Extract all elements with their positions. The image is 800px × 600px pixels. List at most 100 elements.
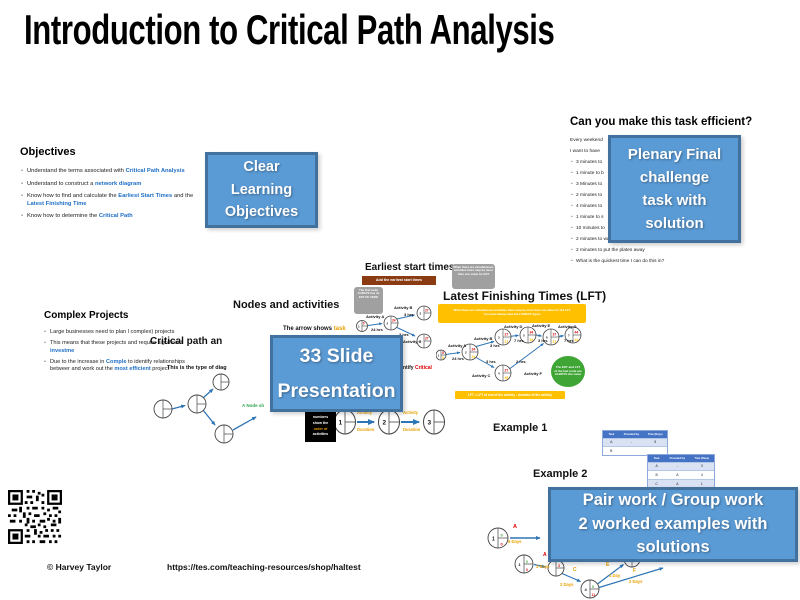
lft-activity-f: Activity F xyxy=(524,371,543,376)
svg-text:6: 6 xyxy=(546,336,548,340)
example1-title: Example 1 xyxy=(493,422,548,434)
svg-text:0: 0 xyxy=(363,322,365,326)
svg-text:24: 24 xyxy=(472,355,476,359)
complex-projects-slide: Complex Projects Large businesses need t… xyxy=(44,310,206,377)
sol2-duration-f: 2 Days xyxy=(629,579,643,584)
svg-text:0: 0 xyxy=(442,356,444,360)
svg-text:4: 4 xyxy=(420,340,422,344)
lft-activity-a: Activity A xyxy=(448,343,467,348)
lft-title: Latest Finishing Times (LFT) xyxy=(443,289,607,303)
task-efficient-slide: Can you make this task efficient? Every … xyxy=(570,116,796,267)
svg-text:44: 44 xyxy=(575,338,579,342)
objective-bullet: Understand the terms associated with Cri… xyxy=(20,168,206,176)
svg-text:1: 1 xyxy=(339,420,343,427)
lft-duration-a: 24 hrs xyxy=(452,356,464,361)
pairwork-callout: Pair work / Group work 2 worked examples… xyxy=(548,487,798,562)
svg-text:4: 4 xyxy=(498,372,500,376)
activity-label: Activity xyxy=(357,410,373,415)
plenary-callout: Plenary Final challenge task with soluti… xyxy=(608,135,741,243)
nodes-activities-title: Nodes and activities xyxy=(233,299,340,311)
critical-fragment: ntify Critical xyxy=(403,365,432,371)
sol2-activity-e: E xyxy=(606,562,610,568)
critical-path-subtitle: This is the type of diag xyxy=(167,365,227,371)
lft-duration-c: 3 hrs xyxy=(486,359,496,364)
svg-text:4: 4 xyxy=(585,587,588,592)
objective-bullet: Understand to construct a network diagra… xyxy=(20,181,206,189)
lft-activity-e: Activity E xyxy=(532,323,551,328)
earliest-banner: Add the earliest start times xyxy=(362,276,436,285)
duration-b-label: 3 hrs xyxy=(404,312,414,317)
duration-label: Duration xyxy=(357,427,375,432)
sol2-activity-a: A xyxy=(543,552,547,558)
lft-activity-d: Activity D xyxy=(504,324,523,329)
activity-c-label: Activity C xyxy=(403,339,422,344)
example2-title: Example 2 xyxy=(533,468,588,480)
svg-text:3: 3 xyxy=(558,564,560,568)
example2-solution-diagram: 1 0 0 3 4 5 11 xyxy=(514,550,664,599)
activity-a-label: Activity A xyxy=(366,314,385,319)
qr-code xyxy=(8,490,62,544)
simultaneous-note: When there are simultaneous activities t… xyxy=(452,264,495,289)
critical-path-diagram xyxy=(153,373,257,444)
svg-text:37: 37 xyxy=(553,333,557,337)
activity-b-label: Activity B xyxy=(394,305,413,310)
lft-formula-bar: LFT = LFT at end of the activity - durat… xyxy=(455,391,565,399)
svg-text:5: 5 xyxy=(523,334,525,338)
svg-text:2: 2 xyxy=(387,322,389,326)
lft-activity-b: Activity B xyxy=(474,336,493,341)
svg-text:0: 0 xyxy=(501,542,504,547)
duration-c-label: 3 hrs xyxy=(399,332,409,337)
svg-text:27: 27 xyxy=(425,337,429,341)
svg-text:1: 1 xyxy=(519,562,522,567)
svg-text:27: 27 xyxy=(425,309,429,313)
svg-text:3: 3 xyxy=(420,312,422,316)
example1-solution-diagram: 1 0 0 xyxy=(487,527,541,549)
lft-activity-c: Activity C xyxy=(472,373,491,378)
svg-text:35: 35 xyxy=(505,376,509,380)
svg-text:2: 2 xyxy=(465,351,467,355)
node-note-label: A Node sh xyxy=(242,403,265,408)
svg-text:27: 27 xyxy=(505,333,509,337)
lft-duration-g: 7 hrs xyxy=(564,338,574,343)
lft-duration-f: 2 hrs xyxy=(516,359,526,364)
arrow-shows-label: The arrow shows task xyxy=(283,326,346,332)
complex-projects-title: Complex Projects xyxy=(44,310,129,321)
objectives-slide: Objectives Understand the terms associat… xyxy=(20,146,206,226)
page-title: Introduction to Critical Path Analysis xyxy=(24,6,555,53)
numbers-note-box: numbers show the order of activities xyxy=(305,412,336,442)
svg-text:1: 1 xyxy=(492,537,495,543)
objective-bullet: Know how to find and calculate the Earli… xyxy=(20,193,206,208)
first-node-note: The first node ALWAYS has an EST OF ZERO xyxy=(354,287,383,314)
earliest-title: Earliest start times xyxy=(365,262,455,273)
svg-text:34: 34 xyxy=(530,338,534,342)
sol2-activity-c: C xyxy=(573,567,577,573)
svg-text:2: 2 xyxy=(383,420,387,427)
sol2-activity-f: F xyxy=(633,568,637,574)
shop-url-link[interactable]: https://tes.com/teaching-resources/shop/… xyxy=(167,562,361,572)
objectives-title: Objectives xyxy=(20,146,76,158)
nodes-order-diagram: 1 2 3 xyxy=(334,409,445,435)
lft-activity-g: Activity G xyxy=(558,324,577,329)
svg-text:0: 0 xyxy=(501,533,504,538)
sol1-duration-label: 5 Days xyxy=(508,539,522,544)
activity-label: Activity xyxy=(403,410,419,415)
duration-a-label: 24 hrs xyxy=(371,327,383,332)
lft-banner: When there are simultaneous activities t… xyxy=(438,304,586,323)
sol1-activity-label: A xyxy=(513,524,517,530)
earliest-network-diagram: 1 2 3 4 0 24 27 27 xyxy=(356,305,432,349)
svg-text:27: 27 xyxy=(505,369,509,373)
sol2-duration-a: 3 Days xyxy=(536,564,550,569)
objective-bullet: Know how to determine the Critical Path xyxy=(20,213,206,221)
svg-text:0: 0 xyxy=(526,560,528,564)
svg-text:34: 34 xyxy=(530,331,534,335)
svg-text:1: 1 xyxy=(358,325,360,329)
svg-text:3: 3 xyxy=(428,420,432,427)
lft-oval-note: The EST and LFT of the last node are ALW… xyxy=(551,356,585,387)
slide-count-callout: 33 Slide Presentation xyxy=(270,335,403,412)
svg-text:5: 5 xyxy=(592,585,594,589)
lft-duration-b: 3 hrs xyxy=(490,343,500,348)
sol2-duration-c: 2 Days xyxy=(560,582,574,587)
